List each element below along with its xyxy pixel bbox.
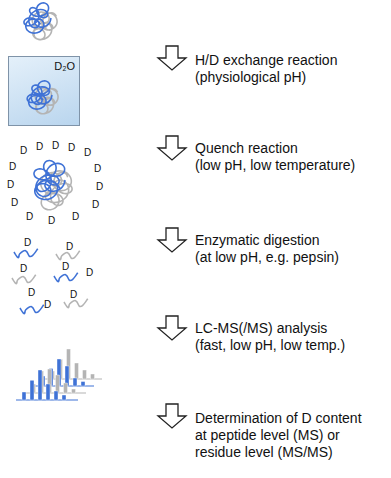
deuterium-mark: D [20, 146, 27, 156]
deuterium-mark: D [48, 216, 55, 226]
deuterium-mark: D [36, 142, 43, 152]
deuterium-mark: D [11, 198, 18, 208]
solvent-label: D₂O [54, 61, 75, 72]
step-description: Determination of D content at peptide le… [195, 410, 362, 461]
deuterium-mark: D [24, 238, 31, 248]
peptide [14, 249, 38, 258]
peptide [12, 275, 36, 284]
deuterium-mark: D [20, 264, 27, 274]
deuterium-mark: D [62, 262, 69, 272]
deuterium-mark: D [28, 288, 35, 298]
deuterium-mark: D [94, 164, 101, 174]
deuterium-mark: D [26, 212, 33, 222]
protein-coil [24, 3, 51, 33]
step-arrow [158, 228, 186, 252]
protein-coil [34, 161, 65, 200]
deuterium-mark: D [9, 162, 16, 172]
step-description: LC-MS(/MS) analysis (fast, low pH, low t… [195, 320, 345, 354]
deuterium-mark: D [44, 300, 51, 310]
deuterium-mark: D [92, 200, 99, 210]
deuterium-mark: D [68, 143, 75, 153]
deuterium-mark: D [7, 180, 14, 190]
step-arrow [158, 404, 186, 428]
peptide [20, 305, 44, 314]
peptide [64, 299, 88, 308]
deuterium-mark: D [52, 141, 59, 151]
deuterium-mark: D [72, 212, 79, 222]
step-description: H/D exchange reaction (physiological pH) [195, 52, 337, 86]
deuterium-mark: D [84, 148, 91, 158]
step-arrow [158, 136, 186, 160]
peptide [56, 251, 80, 260]
step-description: Quench reaction (low pH, low temperature… [195, 140, 355, 174]
step-arrow [158, 46, 186, 70]
deuterium-mark: D [96, 182, 103, 192]
mass-spectra [16, 349, 102, 400]
solvent-box: D₂O [8, 56, 80, 126]
deuterium-mark: D [86, 268, 93, 278]
step-description: Enzymatic digestion (at low pH, e.g. pep… [195, 232, 339, 266]
step-arrow [158, 316, 186, 340]
protein-coil [27, 81, 52, 109]
deuterium-mark: D [66, 242, 73, 252]
peptide [54, 273, 78, 282]
deuterium-mark: D [70, 290, 77, 300]
